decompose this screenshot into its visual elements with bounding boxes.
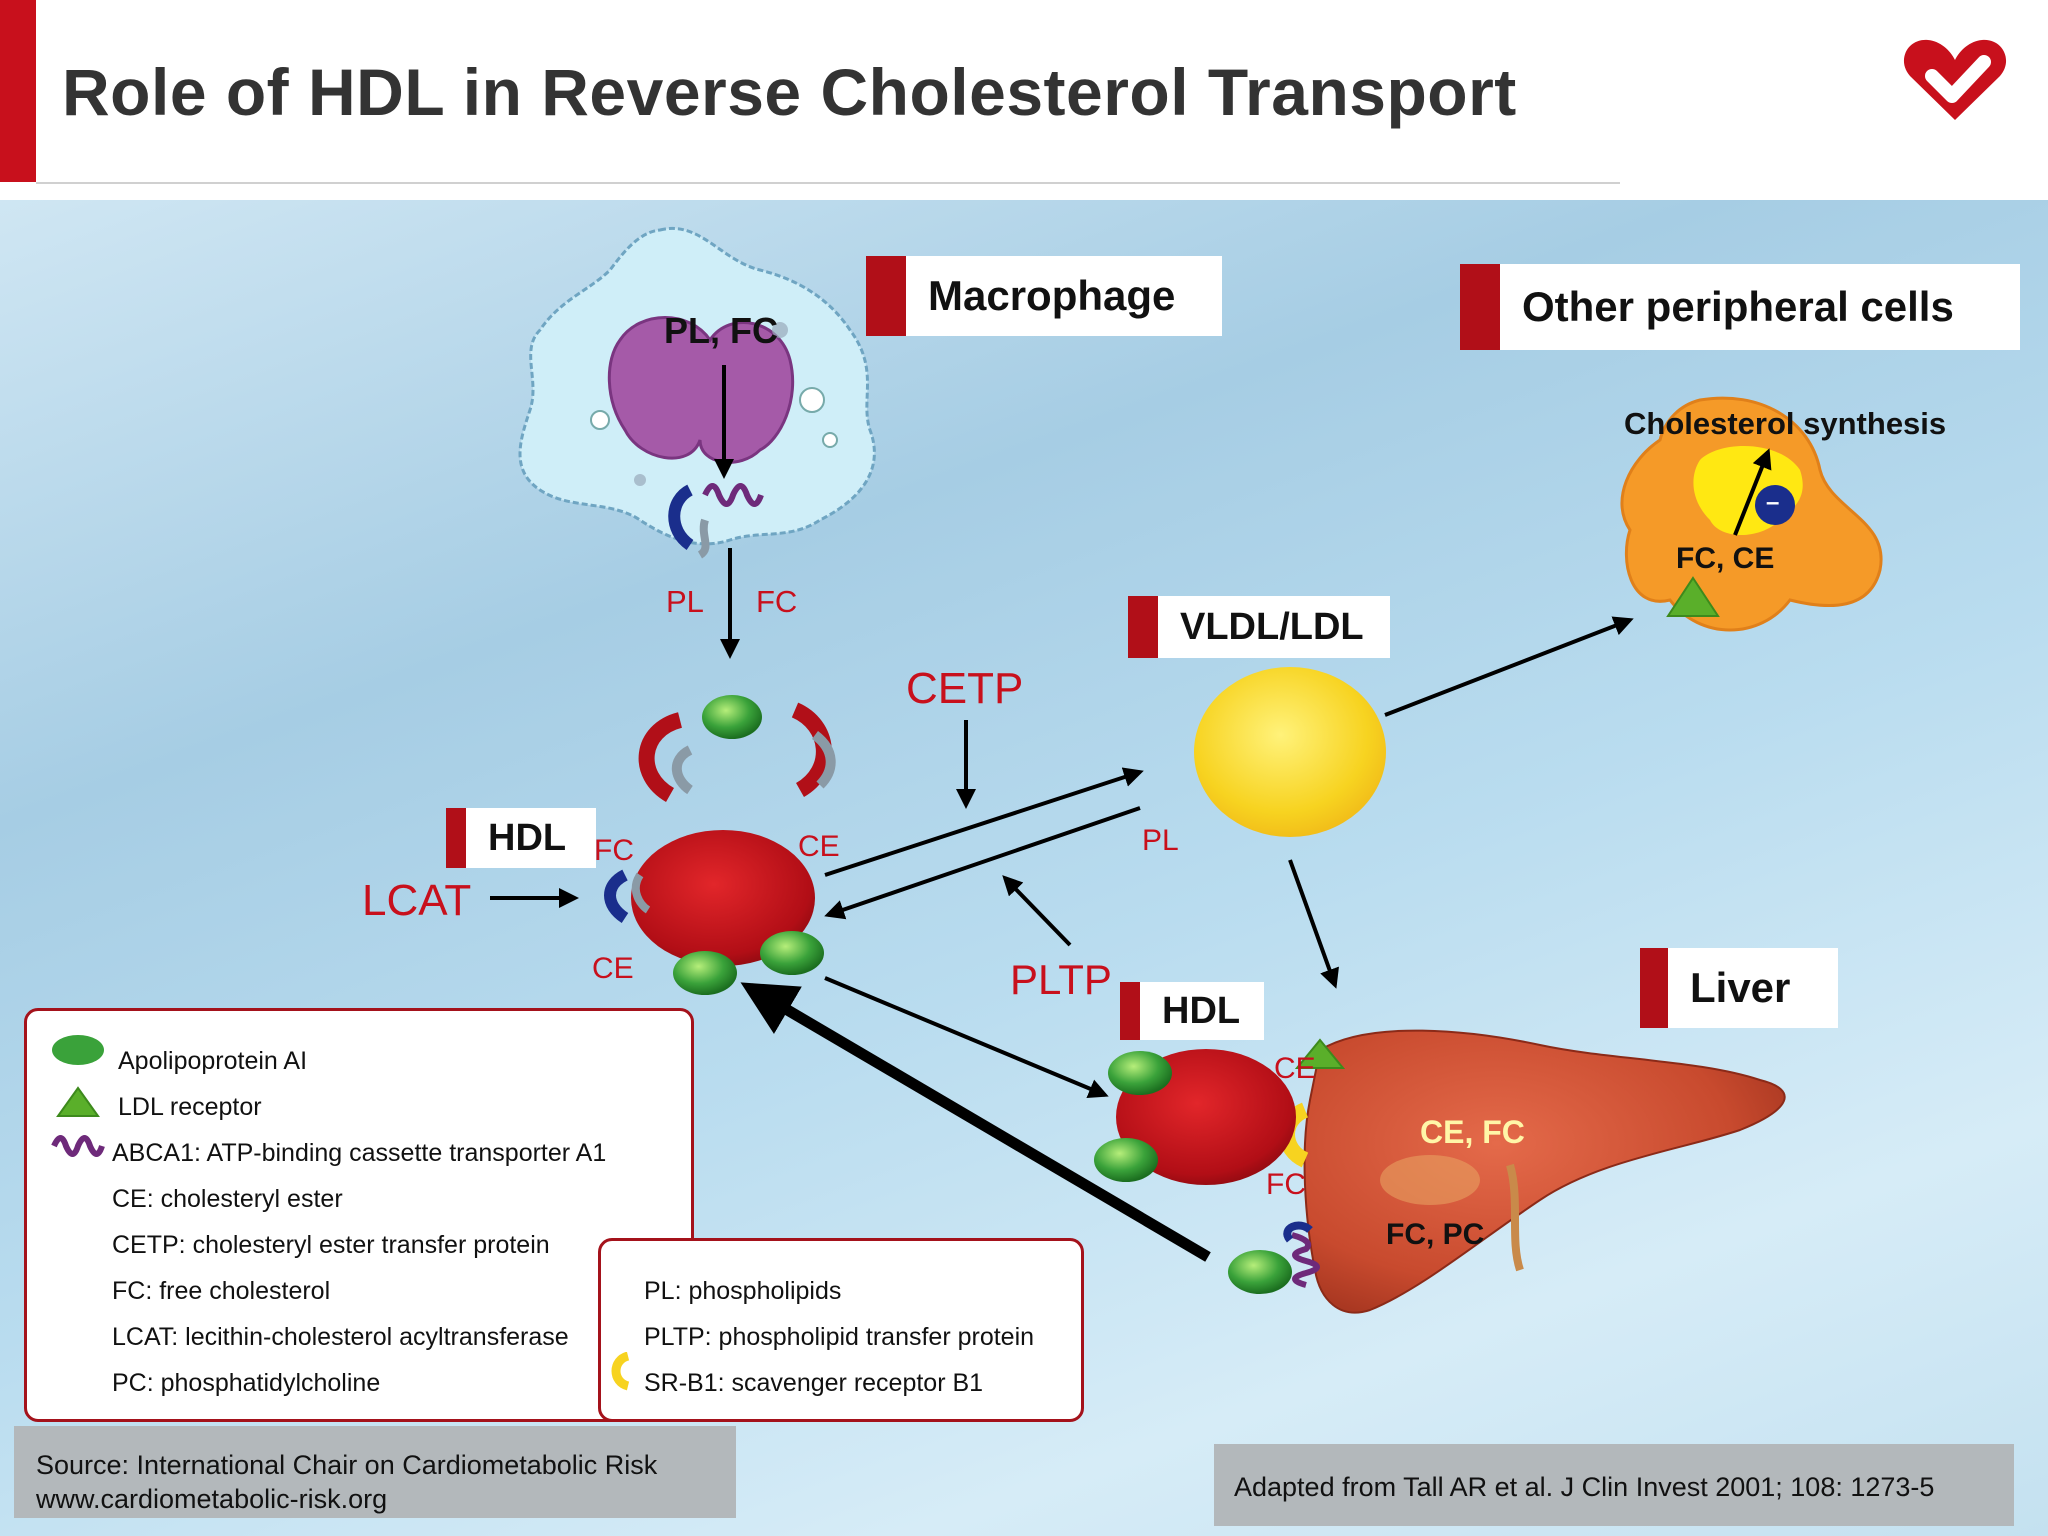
pl-fc-top-text: PL, FC: [664, 310, 778, 351]
fc-liver-text: FC: [1266, 1168, 1306, 1201]
legend-lcat: LCAT: lecithin-cholesterol acyltransfera…: [112, 1323, 569, 1351]
apolipoprotein-icon: [702, 695, 762, 739]
citation-box: Adapted from Tall AR et al. J Clin Inves…: [1214, 1444, 2014, 1526]
ce-hdl-right-text: CE: [798, 830, 840, 863]
source-line-1: Source: International Chair on Cardiomet…: [36, 1450, 658, 1480]
legend-apolipoprotein: Apolipoprotein AI: [118, 1047, 308, 1075]
ce-hdl-bottom-text: CE: [592, 952, 634, 985]
legend-pl: PL: phospholipids: [644, 1277, 842, 1305]
lcat-text: LCAT: [362, 876, 472, 925]
legend-secondary: [598, 1238, 1084, 1422]
fc-ce-cell-text: FC, CE: [1676, 542, 1775, 575]
sr-b1-legend-icon: [611, 1352, 630, 1391]
citation-text: Adapted from Tall AR et al. J Clin Inves…: [1234, 1472, 1935, 1502]
label-hdl-liver: HDL: [1120, 982, 1264, 1040]
label-hdl: HDL: [446, 808, 596, 868]
cetp-text: CETP: [906, 664, 1024, 713]
fc-hdl-text: FC: [594, 834, 634, 867]
ce-fc-liver-text: CE, FC: [1420, 1114, 1525, 1150]
pl-vldl-text: PL: [1142, 824, 1179, 857]
legend-pltp: PLTP: phospholipid transfer protein: [644, 1323, 1035, 1351]
legend-fc: FC: free cholesterol: [112, 1277, 331, 1305]
apolipoprotein-icon: [1108, 1051, 1172, 1095]
apolipoprotein-icon: [1094, 1138, 1158, 1182]
ldl-receptor-icon: [1666, 576, 1720, 617]
legend-icons: [51, 1035, 105, 1157]
vldl-ldl-particle: [1194, 667, 1386, 837]
legend-pc: PC: phosphatidylcholine: [112, 1369, 381, 1397]
cholesterol-synthesis-text: Cholesterol synthesis: [1624, 406, 1947, 441]
legend-ldl-receptor: LDL receptor: [118, 1093, 262, 1121]
label-vldl-ldl: VLDL/LDL: [1128, 596, 1390, 658]
apolipoprotein-icon: [760, 931, 824, 975]
inhibition-icon: [1755, 485, 1795, 525]
legend-sr-b1: SR-B1: scavenger receptor B1: [644, 1369, 984, 1397]
abca1-liver-icon: [1291, 1232, 1320, 1288]
pl-text: PL: [666, 584, 704, 619]
legend-primary: [24, 1008, 694, 1422]
source-link[interactable]: www.cardiometabolic-risk.org: [36, 1484, 388, 1514]
lcat-enzyme-icon: [604, 869, 629, 924]
legend-ce: CE: cholesteryl ester: [112, 1185, 343, 1213]
pltp-text: PLTP: [1010, 956, 1112, 1003]
peripheral-cell: [1620, 396, 1883, 632]
label-peripheral-cells: Other peripheral cells: [1460, 264, 2020, 350]
apolipoprotein-icon: [1228, 1250, 1292, 1294]
ldl-receptor-icon: [1294, 1038, 1346, 1069]
apolipoprotein-icon: [673, 951, 737, 995]
heart-logo-icon: [1900, 36, 2010, 131]
slide-header: Role of HDL in Reverse Cholesterol Trans…: [0, 0, 2048, 200]
header-accent-bar: [0, 0, 36, 182]
fc-text: FC: [756, 584, 798, 619]
label-macrophage: Macrophage: [866, 256, 1222, 336]
hdl-particle: [631, 830, 815, 966]
legend-cetp: CETP: cholesteryl ester transfer protein: [112, 1231, 550, 1259]
liver-organ: [1279, 1029, 1786, 1314]
source-box: Source: International Chair on Cardiomet…: [14, 1426, 736, 1518]
legend-abca1: ABCA1: ATP-binding cassette transporter …: [112, 1139, 607, 1167]
label-liver: Liver: [1640, 948, 1838, 1028]
fc-pc-liver-text: FC, PC: [1386, 1218, 1485, 1251]
page-title: Role of HDL in Reverse Cholesterol Trans…: [62, 55, 1517, 129]
lcat-cycle-icon: [638, 702, 836, 802]
ce-liver-text: CE: [1274, 1052, 1316, 1085]
minus-text: –: [1766, 489, 1780, 516]
abca1-macrophage-icon: [668, 483, 764, 559]
macrophage-cell: [518, 226, 876, 546]
header-divider: [36, 182, 1620, 184]
